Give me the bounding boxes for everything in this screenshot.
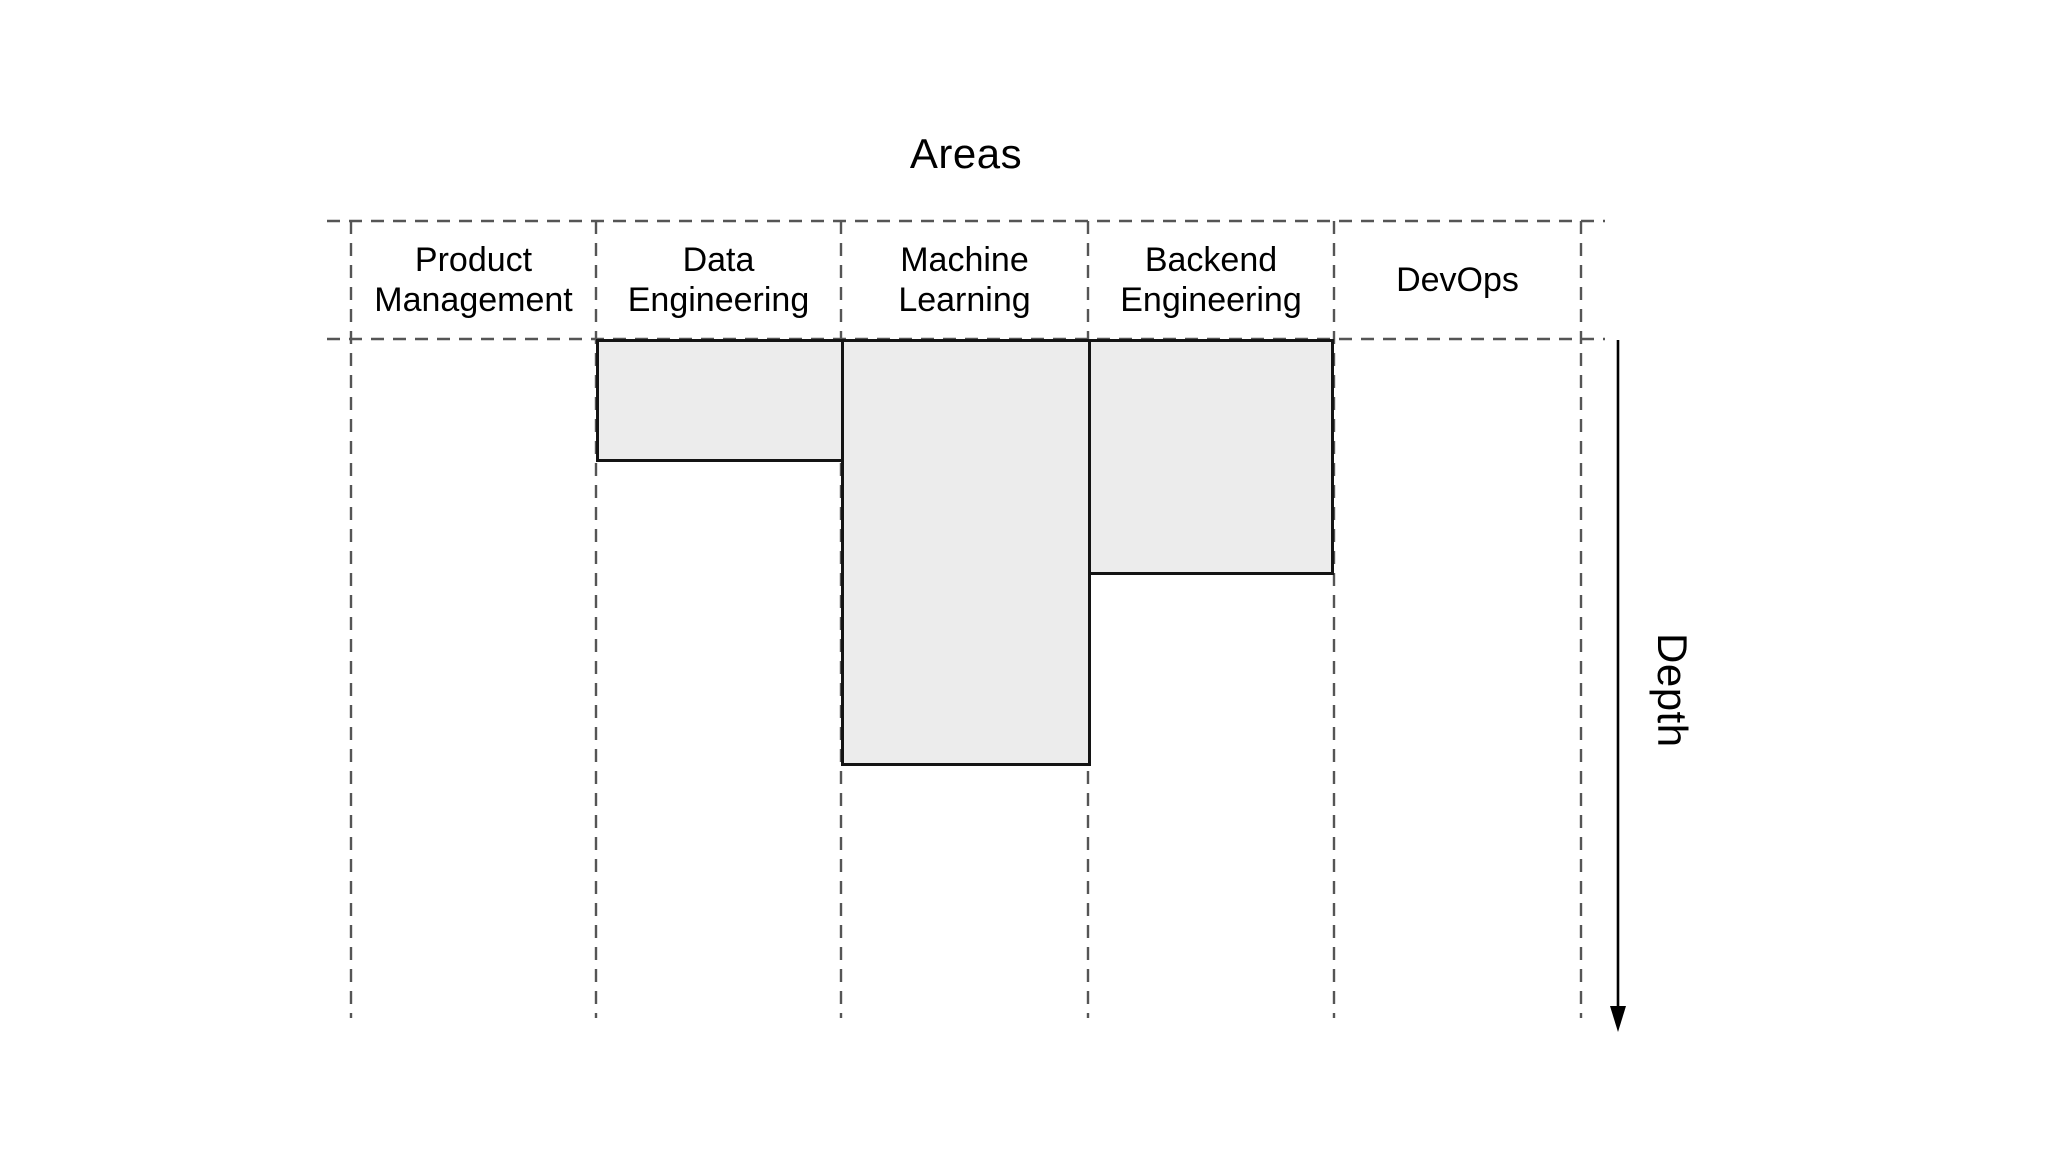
areas-axis-title: Areas bbox=[909, 130, 1023, 177]
depth-box-machine-learning bbox=[841, 339, 1091, 766]
depth-box-backend-engineering bbox=[1088, 339, 1334, 575]
area-header-backend-engineering: Backend Engineering bbox=[1120, 241, 1302, 319]
depth-axis-label: Depth bbox=[1649, 632, 1696, 748]
area-header-product-management: Product Management bbox=[374, 241, 573, 319]
area-header-machine-learning: Machine Learning bbox=[898, 241, 1031, 319]
depth-arrowhead-icon bbox=[1610, 1006, 1626, 1032]
area-header-devops: DevOps bbox=[1396, 261, 1519, 299]
depth-box-data-engineering bbox=[596, 339, 844, 462]
area-header-data-engineering: Data Engineering bbox=[627, 241, 810, 319]
